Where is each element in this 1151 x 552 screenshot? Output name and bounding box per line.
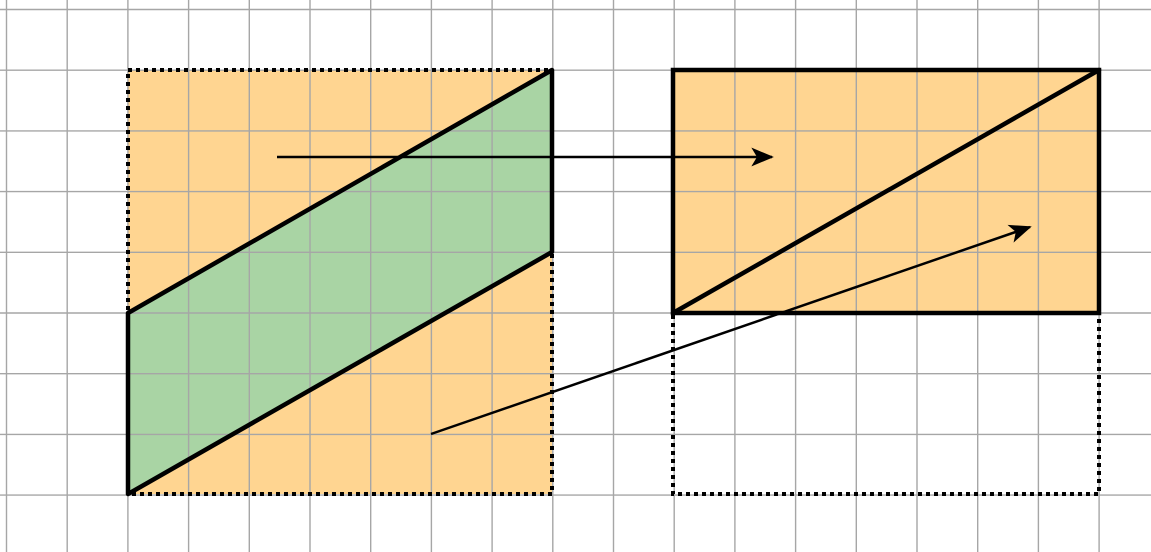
- right-rectangle-border: [670, 67, 1102, 316]
- right-empty-region-dotted-border: [671, 311, 1101, 496]
- green-parallelogram-fill: [128, 70, 552, 494]
- green-parallelogram-border: [125, 67, 555, 497]
- right-rectangle-diagonal: [670, 67, 1102, 316]
- lower-triangle-move-arrow: [430, 224, 1032, 436]
- left-rectangle-dotted-border: [126, 68, 554, 496]
